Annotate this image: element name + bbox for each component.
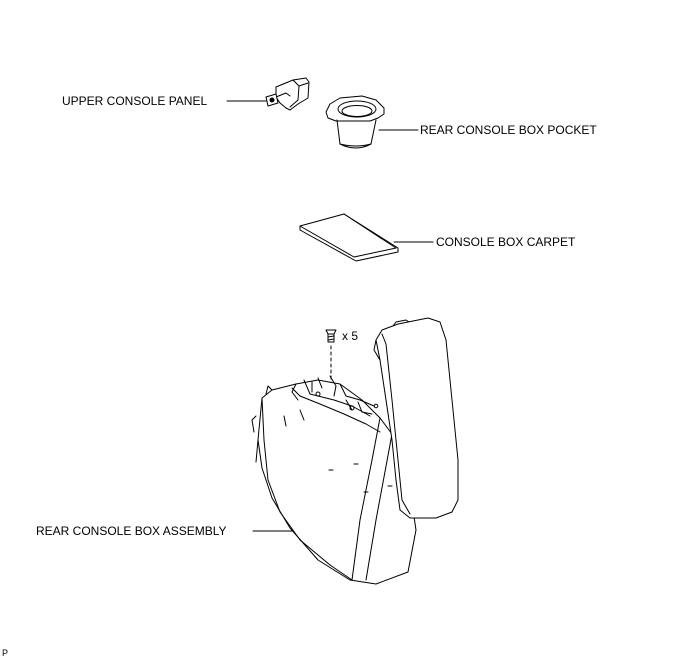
screw-fastener [325, 329, 337, 343]
reference-mark: P [2, 648, 9, 658]
label-upper-console-panel: UPPER CONSOLE PANEL [62, 94, 208, 108]
label-rear-console-box-assembly: REAR CONSOLE BOX ASSEMBLY [36, 524, 227, 538]
upper-console-panel [265, 77, 310, 111]
label-rear-console-box-pocket: REAR CONSOLE BOX POCKET [420, 123, 597, 137]
console-box-carpet [299, 213, 399, 262]
label-screw-quantity: x 5 [342, 329, 359, 343]
rear-console-box-assembly [251, 317, 459, 585]
label-console-box-carpet: CONSOLE BOX CARPET [436, 235, 576, 249]
rear-console-box-pocket [325, 95, 385, 149]
